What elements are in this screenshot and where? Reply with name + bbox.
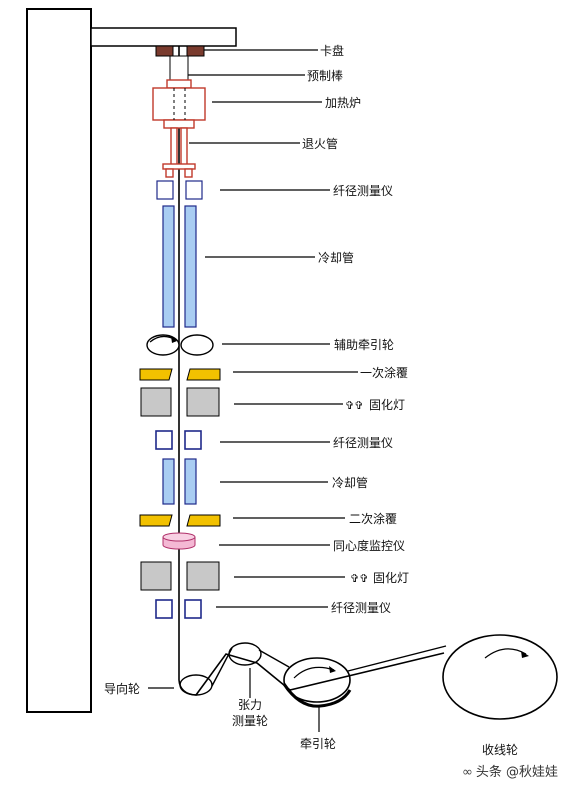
diameter-gauge-1-left — [156, 180, 174, 200]
aux-capstan-left — [146, 334, 180, 356]
secondary-coating-right — [186, 514, 221, 527]
tower-column — [26, 8, 92, 713]
label-guide-wheel: 导向轮 — [104, 682, 141, 696]
curing-lamp-2-left — [140, 561, 172, 591]
label-annealing-tube: 退火管 — [302, 137, 339, 151]
label-chuck: 卡盘 — [320, 44, 345, 58]
cooling-tube-2-right — [184, 458, 197, 505]
label-take-up: 收线轮 — [482, 743, 519, 757]
capstan-wheel — [283, 657, 351, 703]
watermark: ∞头条 @秋娃娃 — [462, 761, 558, 780]
label-diameter-gauge-3: 纤径测量仪 — [331, 601, 392, 615]
aux-capstan-right — [180, 334, 214, 356]
annealing-tube — [162, 127, 196, 178]
diameter-gauge-2-left — [155, 430, 173, 450]
chuck-left — [155, 45, 174, 57]
cooling-tube-2-left — [162, 458, 175, 505]
label-aux-capstan: 辅助牵引轮 — [334, 338, 395, 352]
label-curing-lamp-2: 固化灯 — [373, 571, 410, 585]
label-tension-wheel-line1: 张力 — [237, 698, 262, 712]
concentricity-monitor-top — [162, 532, 196, 542]
label-furnace: 加热炉 — [325, 96, 362, 110]
furnace — [152, 79, 206, 129]
label-concentricity-monitor: 同心度监控仪 — [333, 539, 406, 553]
label-tension-wheel-line2: 测量轮 — [231, 714, 268, 728]
label-curing-lamp-1: 固化灯 — [369, 398, 406, 412]
lamp-icon-2: ✞✞ — [350, 572, 368, 585]
take-up-reel — [442, 634, 558, 720]
curing-lamp-1-right — [186, 387, 220, 417]
chuck-right — [186, 45, 205, 57]
label-diameter-gauge-2: 纤径测量仪 — [333, 436, 394, 450]
watermark-text: 头条 @秋娃娃 — [475, 765, 558, 780]
label-tension-wheel: 张力 测量轮 — [222, 697, 278, 729]
curing-lamp-2-right — [186, 561, 220, 591]
diameter-gauge-1-right — [185, 180, 203, 200]
label-primary-coating: 一次涂覆 — [360, 366, 409, 380]
tension-wheel — [228, 642, 262, 666]
fiber-path — [178, 652, 445, 696]
diameter-gauge-3-left — [155, 599, 173, 619]
label-diameter-gauge-1: 纤径测量仪 — [333, 184, 394, 198]
label-capstan: 牵引轮 — [300, 737, 337, 751]
curing-lamp-1-left — [140, 387, 172, 417]
primary-coating-left — [139, 368, 173, 381]
tower-arm — [90, 27, 237, 47]
cooling-tube-1-left — [162, 205, 175, 328]
label-secondary-coating: 二次涂覆 — [349, 512, 398, 526]
diameter-gauge-3-right — [184, 599, 202, 619]
primary-coating-right — [186, 368, 221, 381]
cooling-tube-1-right — [184, 205, 197, 328]
label-cooling-tube-2: 冷却管 — [332, 476, 369, 490]
diameter-gauge-2-right — [184, 430, 202, 450]
capstan-belt — [282, 683, 352, 708]
secondary-coating-left — [139, 514, 173, 527]
watermark-logo-icon: ∞ — [462, 765, 473, 780]
lamp-icon-1: ✞✞ — [345, 399, 363, 412]
label-cooling-tube-1: 冷却管 — [318, 251, 355, 265]
label-preform: 预制棒 — [307, 69, 344, 83]
leader-lines — [148, 49, 358, 732]
